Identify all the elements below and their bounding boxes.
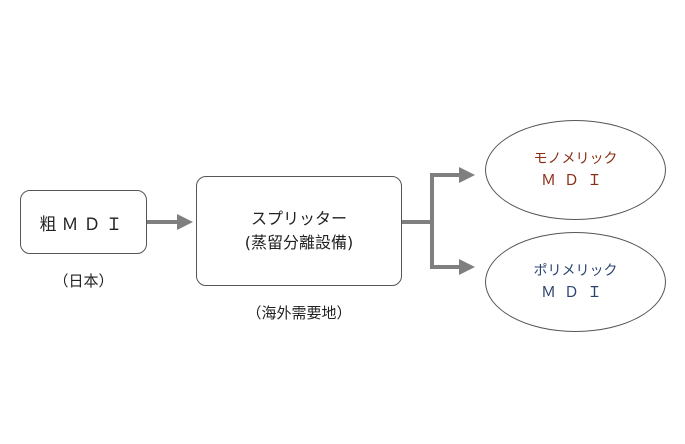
polymeric-label: ポリメリック <box>533 263 618 279</box>
crude-mdi-label: 粗ＭＤＩ <box>39 214 128 235</box>
splitter-location: （海外需要地） <box>246 304 352 322</box>
splitter-description: (蒸留分離設備) <box>244 233 354 252</box>
monomeric-label: モノメリック <box>533 151 618 167</box>
polymeric-mdi-ellipse: ポリメリック ＭＤＩ <box>485 232 666 332</box>
splitter-label: スプリッター <box>250 209 347 228</box>
monomeric-mdi-label: ＭＤＩ <box>540 171 610 189</box>
polymeric-mdi-label: ＭＤＩ <box>540 283 610 301</box>
crude-mdi-location: （日本） <box>53 272 114 290</box>
splitter-box: スプリッター (蒸留分離設備) <box>196 176 402 286</box>
crude-mdi-box: 粗ＭＤＩ <box>20 190 147 254</box>
monomeric-mdi-ellipse: モノメリック ＭＤＩ <box>485 120 666 220</box>
